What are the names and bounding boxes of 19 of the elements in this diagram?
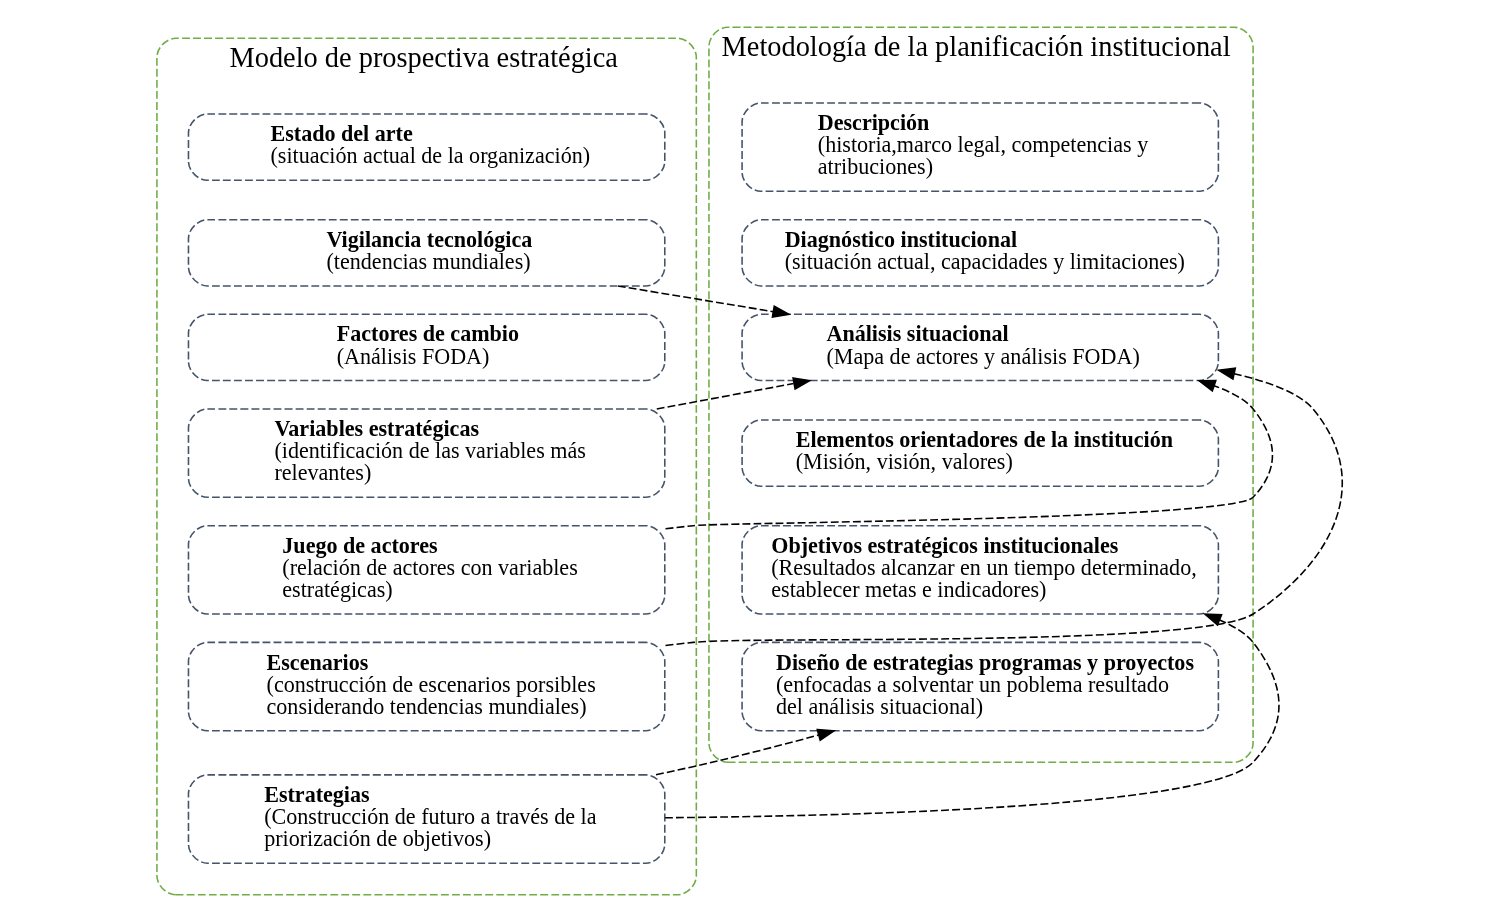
- arrow: [656, 377, 812, 410]
- arrow: [617, 285, 792, 319]
- node-box: Escenarios (construcción de escenarios porsibles considerando tendencias mundiales): [187, 641, 666, 732]
- node-box: Vigilancia tecnológica (tendencias mundiales): [187, 218, 666, 287]
- node-box: Variables estratégicas (identificación de las variables más relevantes): [187, 408, 666, 499]
- node-box: Factores de cambio (Análisis FODA): [187, 313, 666, 382]
- arrow: [664, 379, 1274, 530]
- arrow: [664, 367, 1344, 647]
- node-box: Análisis situacional (Mapa de actores y análisis FODA): [741, 313, 1220, 382]
- node-box: Elementos orientadores de la institución (Misión, visión, valores): [741, 419, 1220, 488]
- node-box: Juego de actores (relación de actores con variables estratégicas): [187, 524, 666, 615]
- node-box: Estado del arte (situación actual de la organización): [187, 113, 666, 182]
- node-box: Estrategias (Construcción de futuro a través de la priorización de objetivos): [187, 774, 666, 864]
- node-box: Objetivos estratégicos institucionales (Resultados alcanzar en un tiempo determinado, establecer metas e indicadores): [741, 524, 1220, 615]
- arrow: [655, 728, 837, 776]
- arrow: [664, 613, 1280, 819]
- node-box: Descripción (historia,marco legal, competencias y atribuciones): [741, 102, 1220, 193]
- node-box: Diagnóstico institucional (situación actual, capacidades y limitaciones): [741, 218, 1220, 287]
- node-box: Diseño de estrategias programas y proyectos (enfocadas a solventar un poblema resultado del análisis situacional): [741, 641, 1220, 732]
